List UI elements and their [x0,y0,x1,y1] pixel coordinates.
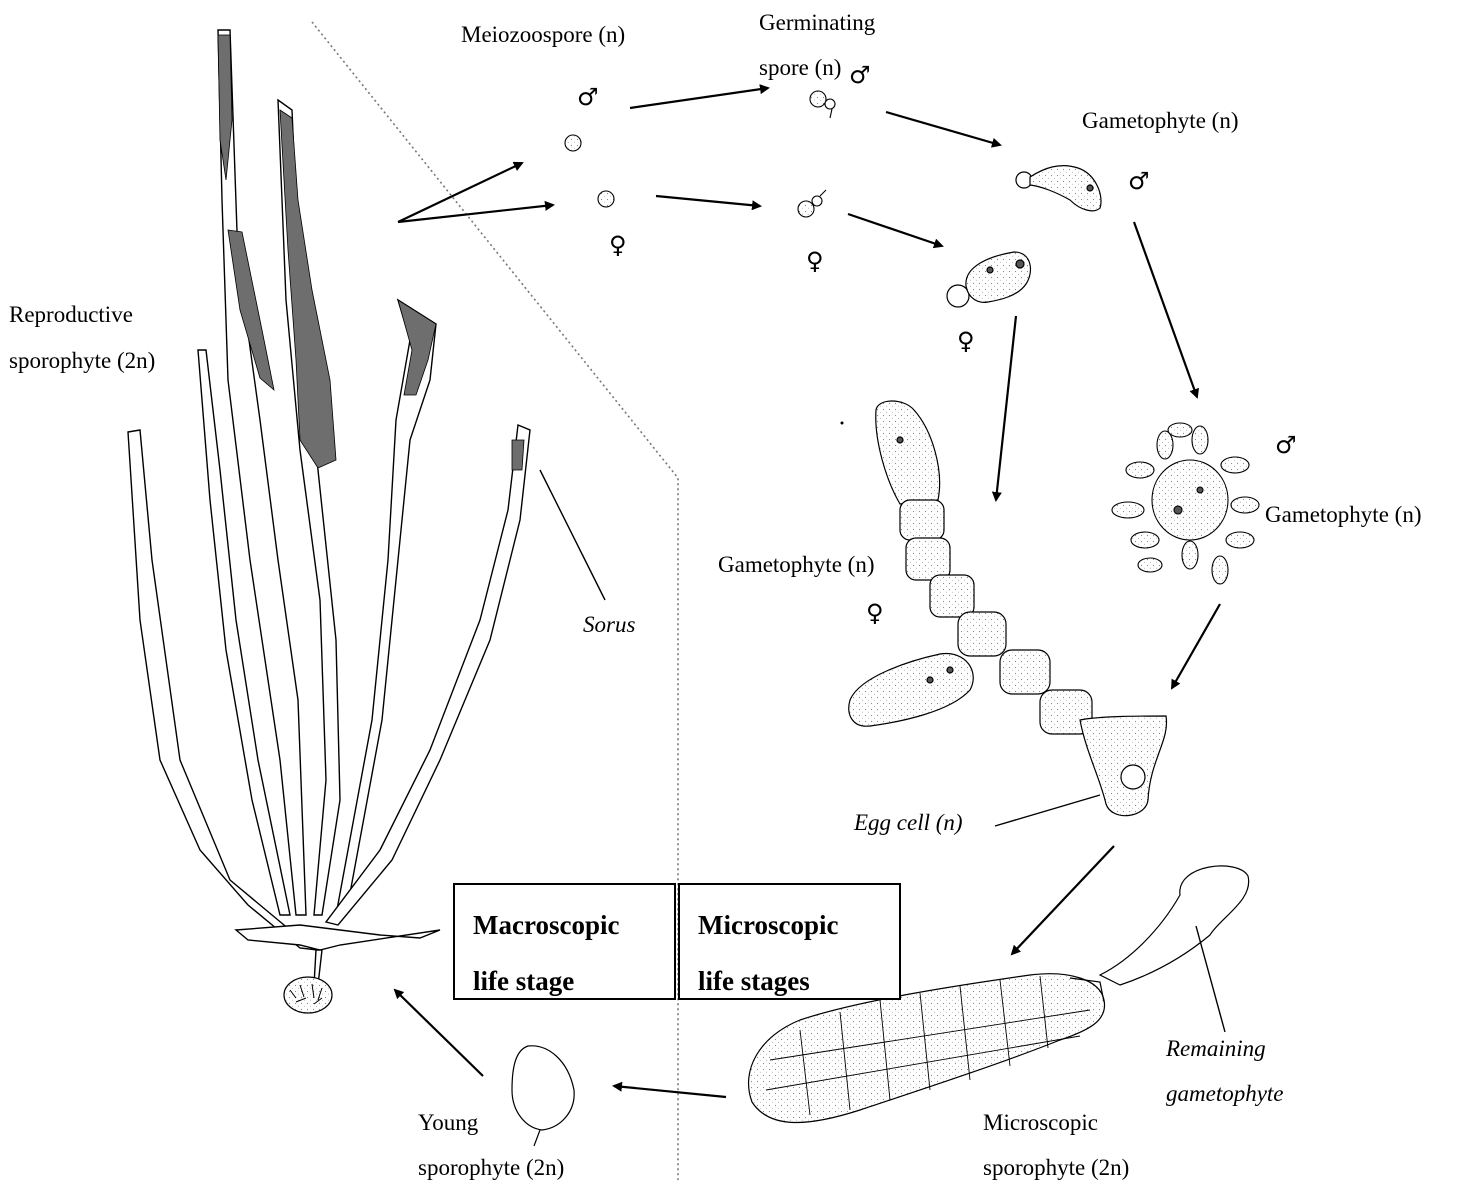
remaining-gametophyte-label-line1: Remaining [1166,1026,1266,1072]
germinating-spore-label-line2: spore (n) [759,45,841,91]
reproductive-sporophyte-label-line2: sporophyte (2n) [9,338,155,384]
gametophyte-top-label: Gametophyte (n) [1082,98,1238,144]
macroscopic-stage-label: Macroscopic life stage [473,897,619,1009]
sorus-label: Sorus [583,602,635,648]
female-symbol-germinating: ♀ [806,248,824,274]
female-symbol-gametophyte-branched: ♀ [866,600,884,626]
microscopic-sporophyte-label-line1: Microscopic [983,1100,1098,1146]
sorus-pointer-line [540,470,605,600]
macroscopic-stage-box: Macroscopic life stage [453,883,676,1000]
remaining-gametophyte-pointer-line [1196,926,1225,1032]
germinating-spore-label-line1: Germinating [759,0,875,46]
arrow-to-male-meiozoospore [398,163,522,222]
young-sporophyte-label-line2: sporophyte (2n) [418,1145,564,1191]
arrow-microscopic-to-young [614,1086,726,1097]
holdfast [284,977,332,1013]
meiozoospore-cells [565,135,614,207]
microscopic-stage-box: Microscopic life stages [678,883,901,1000]
gametophyte-male-right-label: Gametophyte (n) [1265,492,1421,538]
arrow-male-to-egg [1172,604,1220,688]
arrow-egg-to-microscopic-sporophyte [1012,846,1114,954]
female-gametophyte-small [947,252,1030,307]
female-gametophyte-branched [849,401,1167,816]
arrow-male-to-gametophyte [886,112,1000,145]
sorus-patches [218,35,524,470]
female-symbol-gametophyte-mid: ♀ [957,328,975,354]
male-symbol-meiozoospore: ♂ [577,84,599,110]
stray-dot [841,422,844,425]
male-gametophyte-cluster [1112,423,1259,584]
female-symbol-meiozoospore: ♀ [609,232,627,258]
arrow-to-female-meiozoospore [398,205,553,222]
macroscopic-line1: Macroscopic [473,897,619,953]
reproductive-sporophyte-label-line1: Reproductive [9,292,133,338]
young-sporophyte-label-line1: Young [418,1100,478,1146]
microscopic-line2: life stages [698,953,838,1009]
macroscopic-line2: life stage [473,953,619,1009]
young-sporophyte-drawing [512,1046,574,1146]
arrow-female-gametophyte-growth [996,316,1016,500]
arrow-male-spore-germinating [630,88,768,108]
arrow-female-to-gametophyte [848,214,942,246]
male-symbol-gametophyte-cluster: ♂ [1275,432,1297,458]
microscopic-stage-label: Microscopic life stages [698,897,838,1009]
arrow-female-spore-germinating [656,196,760,206]
meiozoospore-label: Meiozoospore (n) [461,12,625,58]
egg-cell-pointer-line [995,795,1100,826]
male-symbol-germinating: ♂ [849,62,871,88]
arrow-male-gametophyte-growth [1134,222,1197,397]
reproductive-sporophyte-drawing [128,30,530,985]
microscopic-sporophyte-label-line2: sporophyte (2n) [983,1145,1129,1191]
egg-cell-label: Egg cell (n) [854,800,963,846]
gametophyte-female-label: Gametophyte (n) [718,542,874,588]
microscopic-line1: Microscopic [698,897,838,953]
male-symbol-gametophyte-top: ♂ [1128,168,1150,194]
germinating-spore-cells [798,91,835,217]
arrow-young-to-reproductive [395,990,483,1076]
remaining-gametophyte-label-line2: gametophyte [1166,1071,1284,1117]
male-gametophyte-small [1016,166,1101,211]
